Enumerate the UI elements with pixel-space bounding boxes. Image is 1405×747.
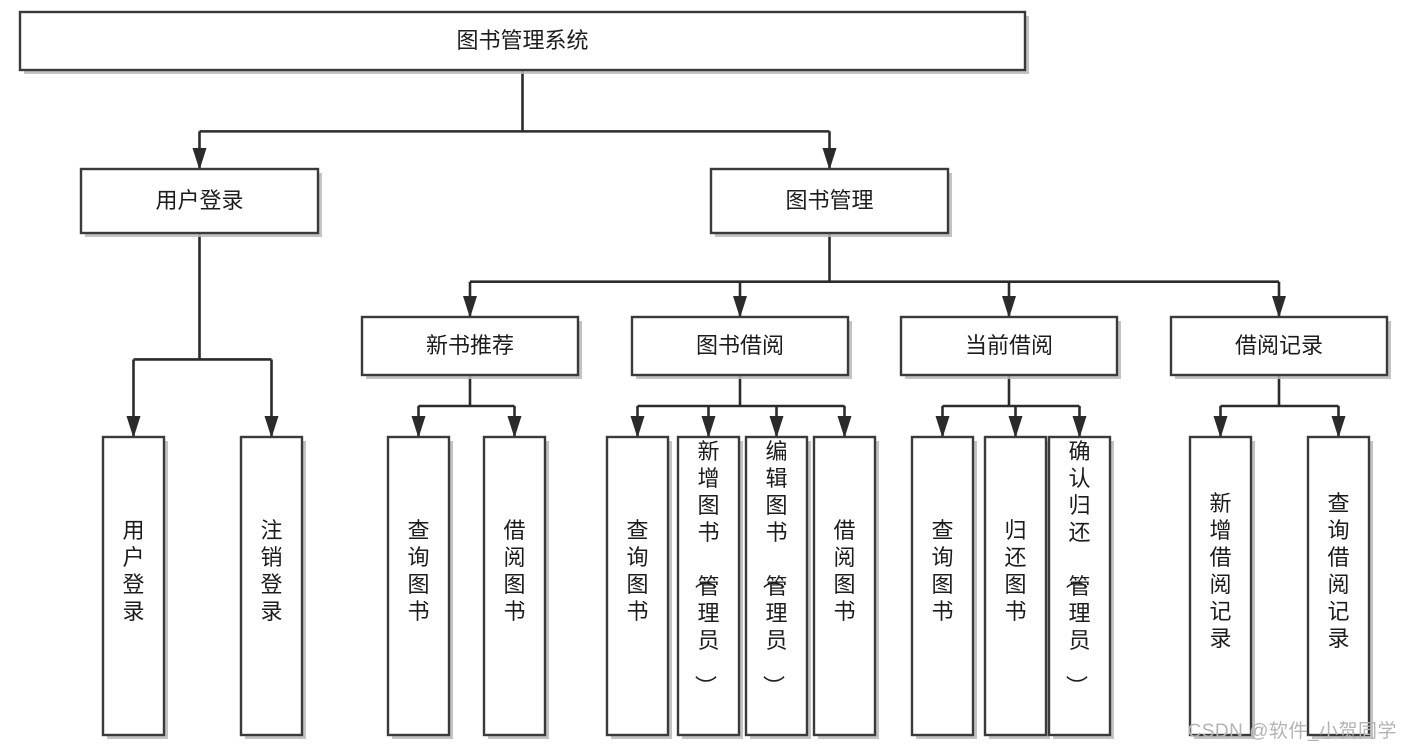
arrowhead-icon bbox=[1002, 296, 1016, 318]
arrowhead-icon bbox=[507, 416, 522, 438]
node-label: 新书推荐 bbox=[426, 333, 514, 358]
node-leaf-user-logout[interactable]: 注销登录 bbox=[239, 435, 306, 739]
node-label: 借阅图书 bbox=[833, 518, 855, 624]
node-rect[interactable] bbox=[605, 435, 670, 737]
arrowhead-icon bbox=[192, 148, 207, 170]
node-rect[interactable] bbox=[79, 167, 320, 235]
node-label: 编辑图书（管理员） bbox=[760, 439, 787, 697]
arrowhead-icon bbox=[1072, 416, 1087, 438]
arrowhead-icon bbox=[411, 416, 426, 438]
node-label: 当前借阅 bbox=[965, 333, 1053, 358]
node-label: 图书管理系统 bbox=[456, 28, 588, 53]
node-rect[interactable] bbox=[1306, 435, 1371, 737]
node-leaf-borrow-book-1[interactable]: 借阅图书 bbox=[482, 435, 549, 739]
arrowhead-icon bbox=[264, 416, 279, 438]
node-label: 借阅图书 bbox=[503, 518, 525, 624]
node-borrow-record[interactable]: 借阅记录 bbox=[1169, 315, 1391, 379]
arrowhead-icon bbox=[935, 416, 950, 438]
arrowhead-icon bbox=[1008, 416, 1023, 438]
arrowhead-icon bbox=[701, 416, 716, 438]
arrowhead-icon bbox=[822, 148, 837, 170]
node-leaf-query-book-2[interactable]: 查询图书 bbox=[605, 435, 672, 739]
node-user-login[interactable]: 用户登录 bbox=[79, 167, 322, 237]
node-rect[interactable] bbox=[812, 435, 877, 737]
arrowhead-icon bbox=[837, 416, 852, 438]
node-leaf-query-book-3[interactable]: 查询图书 bbox=[910, 435, 977, 739]
node-rect[interactable] bbox=[239, 435, 304, 737]
node-leaf-user-login[interactable]: 用户登录 bbox=[101, 435, 168, 739]
connectors-layer bbox=[126, 70, 1346, 438]
node-rect[interactable] bbox=[360, 315, 580, 377]
node-rect[interactable] bbox=[1047, 435, 1112, 737]
arrowhead-icon bbox=[1272, 296, 1286, 318]
node-leaf-add-book[interactable]: 新增图书（管理员） bbox=[676, 435, 743, 739]
node-label: 用户登录 bbox=[155, 188, 243, 213]
node-rect[interactable] bbox=[983, 435, 1048, 737]
node-rect[interactable] bbox=[101, 435, 166, 737]
node-rect[interactable] bbox=[910, 435, 975, 737]
node-book-manage[interactable]: 图书管理 bbox=[709, 167, 952, 237]
node-leaf-borrow-book-2[interactable]: 借阅图书 bbox=[812, 435, 879, 739]
node-rect[interactable] bbox=[18, 10, 1027, 72]
arrowhead-icon bbox=[1331, 416, 1346, 438]
node-book-borrow[interactable]: 图书借阅 bbox=[630, 315, 852, 379]
node-leaf-edit-book[interactable]: 编辑图书（管理员） bbox=[744, 435, 811, 739]
node-label: 图书管理 bbox=[785, 188, 873, 213]
node-label: 借阅记录 bbox=[1235, 333, 1323, 358]
node-label: 确认归还（管理员） bbox=[1063, 439, 1090, 697]
node-label: 查询借阅记录 bbox=[1327, 491, 1349, 651]
node-rect[interactable] bbox=[1169, 315, 1389, 377]
node-root[interactable]: 图书管理系统 bbox=[18, 10, 1029, 74]
node-rect[interactable] bbox=[709, 167, 950, 235]
node-label: 注销登录 bbox=[260, 518, 282, 624]
node-rect[interactable] bbox=[482, 435, 547, 737]
node-new-book-rec[interactable]: 新书推荐 bbox=[360, 315, 582, 379]
arrowhead-icon bbox=[463, 296, 477, 318]
node-label: 新增借阅记录 bbox=[1209, 491, 1231, 651]
node-current-borrow[interactable]: 当前借阅 bbox=[899, 315, 1121, 379]
node-leaf-return-book[interactable]: 归还图书 bbox=[983, 435, 1050, 739]
node-rect[interactable] bbox=[630, 315, 850, 377]
node-label: 查询图书 bbox=[931, 518, 953, 624]
node-label: 图书借阅 bbox=[696, 333, 784, 358]
node-rect[interactable] bbox=[386, 435, 451, 737]
node-rect[interactable] bbox=[744, 435, 809, 737]
node-label: 用户登录 bbox=[122, 518, 144, 624]
arrowhead-icon bbox=[126, 416, 141, 438]
node-leaf-confirm-return[interactable]: 确认归还（管理员） bbox=[1047, 435, 1114, 739]
csdn-watermark: CSDN @软件_小贺同学 bbox=[1187, 721, 1397, 742]
node-leaf-add-record[interactable]: 新增借阅记录 bbox=[1188, 435, 1255, 739]
nodes-layer: 图书管理系统用户登录图书管理新书推荐图书借阅当前借阅借阅记录用户登录注销登录查询… bbox=[18, 10, 1391, 739]
node-rect[interactable] bbox=[676, 435, 741, 737]
arrowhead-icon bbox=[733, 296, 747, 318]
node-leaf-query-book-1[interactable]: 查询图书 bbox=[386, 435, 453, 739]
node-rect[interactable] bbox=[1188, 435, 1253, 737]
node-label: 查询图书 bbox=[407, 518, 429, 624]
node-leaf-query-record[interactable]: 查询借阅记录 bbox=[1306, 435, 1373, 739]
arrowhead-icon bbox=[630, 416, 645, 438]
node-label: 查询图书 bbox=[626, 518, 648, 624]
node-label: 归还图书 bbox=[1004, 518, 1026, 624]
node-rect[interactable] bbox=[899, 315, 1119, 377]
node-label: 新增图书（管理员） bbox=[692, 439, 719, 697]
arrowhead-icon bbox=[1213, 416, 1228, 438]
arrowhead-icon bbox=[769, 416, 784, 438]
